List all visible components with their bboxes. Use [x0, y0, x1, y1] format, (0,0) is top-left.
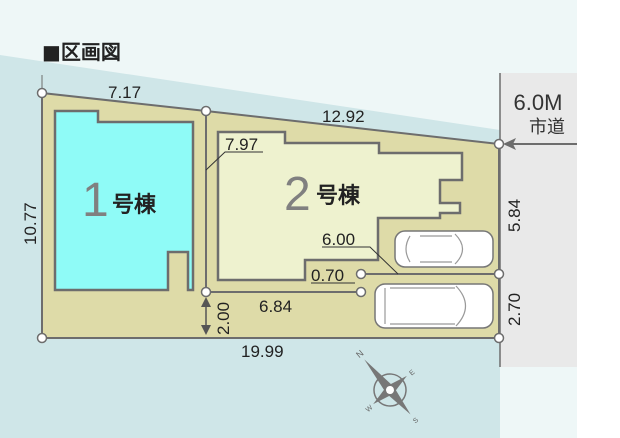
dim-lot2-west: 7.97	[225, 135, 258, 154]
building-2-footprint	[216, 130, 464, 282]
dim-right-lower: 2.70	[505, 293, 524, 326]
car-icon	[394, 230, 494, 268]
car-icon	[374, 283, 494, 329]
leader-6-00	[322, 246, 399, 275]
boundary-markers	[36, 87, 505, 344]
lot-2-number: 2	[284, 168, 311, 221]
compass-e: E	[408, 369, 416, 378]
dim-driveway-width: 0.70	[311, 266, 344, 285]
road-arrow-icon	[503, 138, 577, 150]
right-margin	[577, 0, 620, 438]
building-1-footprint	[53, 109, 195, 292]
compass-w: W	[365, 404, 375, 414]
dim-left: 10.77	[21, 202, 40, 245]
lot-1-number: 1	[82, 174, 109, 227]
dim-bottom: 19.99	[241, 342, 284, 361]
compass-s: S	[412, 417, 420, 426]
leader-7-97	[205, 151, 263, 171]
dim-top-right: 12.92	[322, 107, 365, 126]
dim-right-upper: 5.84	[505, 199, 524, 232]
lot-2-suffix: 号棟	[316, 183, 361, 209]
page-title: ■区画図	[42, 40, 121, 64]
compass-rose-icon: N E S W	[354, 348, 420, 426]
dim-driveway-length: 6.00	[322, 230, 355, 249]
dim-access-width: 2.00	[214, 302, 233, 335]
road-type-label: 市道	[529, 117, 565, 138]
dim-top-left: 7.17	[108, 83, 141, 102]
road-width-label: 6.0M	[514, 90, 563, 115]
road	[500, 73, 577, 367]
access-width-arrow	[201, 297, 211, 335]
lot-1-suffix: 号棟	[112, 192, 157, 218]
compass-n: N	[354, 348, 365, 360]
dim-access-length: 6.84	[259, 297, 292, 316]
